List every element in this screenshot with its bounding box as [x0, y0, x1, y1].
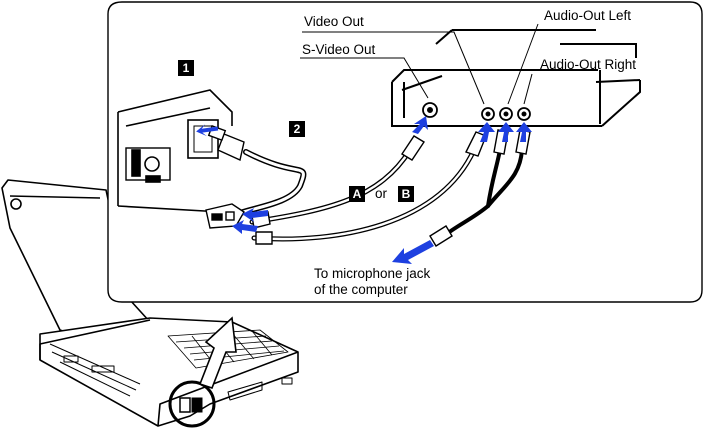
- port-highlight-circle: [168, 380, 216, 428]
- zoom-beam: [198, 316, 237, 389]
- badge-port-1: 1: [178, 60, 194, 76]
- badge-option-a: A: [349, 186, 365, 202]
- arrow-to-microphone: [392, 240, 434, 264]
- video-out-label: Video Out: [304, 14, 364, 29]
- label-leaders: [300, 23, 539, 105]
- s-video-out-label: S-Video Out: [302, 42, 376, 57]
- blue-arrows: [196, 116, 532, 264]
- audio-out-left-label: Audio-Out Left: [544, 8, 632, 23]
- arrow-to-adapter-bottom: [232, 220, 258, 234]
- or-label: or: [375, 186, 388, 201]
- arrow-to-audio-left: [498, 122, 514, 142]
- lid-latch-icon: [10, 198, 22, 210]
- audio-out-right-label: Audio-Out Right: [540, 57, 637, 72]
- arrow-to-audio-right: [516, 122, 532, 142]
- microphone-jack-label-line2: of the computer: [314, 282, 408, 297]
- arrow-to-video-out: [478, 122, 495, 142]
- tv-device: [391, 29, 641, 127]
- device-connectors: [422, 102, 531, 121]
- badge-option-b: B: [398, 186, 414, 202]
- badge-cable-2: 2: [289, 121, 305, 137]
- arrow-to-s-video: [412, 116, 428, 134]
- microphone-jack-label-line1: To microphone jack: [314, 266, 431, 281]
- plugs: [205, 125, 531, 247]
- arrow-to-laptop-port: [196, 124, 219, 137]
- arrow-to-adapter-top: [242, 208, 268, 222]
